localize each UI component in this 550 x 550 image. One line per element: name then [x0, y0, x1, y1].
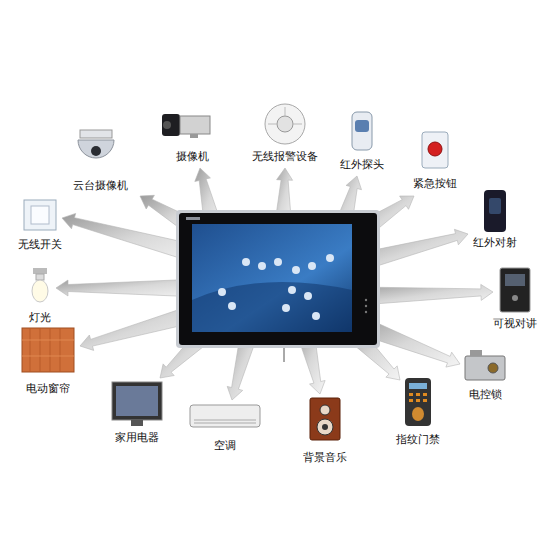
device-label: 电控锁 — [469, 388, 502, 402]
emergency-button-icon — [422, 132, 448, 168]
beam-sensor-icon — [484, 190, 506, 232]
television-icon — [112, 382, 162, 426]
device-label: 红外对射 — [473, 236, 517, 250]
device-label: 摄像机 — [176, 150, 209, 164]
wireless-switch-icon — [24, 200, 56, 230]
panel-logo — [186, 217, 200, 220]
air-conditioner-icon — [190, 405, 260, 427]
fingerprint-access-icon — [405, 378, 431, 426]
panel-led — [365, 311, 367, 313]
screen-icon — [326, 254, 334, 262]
screen-wave — [192, 282, 352, 332]
screen-icon — [218, 288, 226, 296]
device-label: 空调 — [214, 439, 236, 453]
touch-panel — [176, 210, 380, 362]
screen-icon — [312, 312, 320, 320]
screen-icon — [258, 262, 266, 270]
device-label: 灯光 — [29, 311, 51, 325]
device-label: 红外探头 — [340, 158, 384, 172]
intercom-icon — [500, 268, 530, 312]
curtain-icon — [22, 328, 74, 372]
device-label: 紧急按钮 — [413, 177, 457, 191]
device-label: 无线开关 — [18, 238, 62, 252]
device-label: 无线报警设备 — [252, 150, 318, 164]
panel-frame — [176, 210, 380, 348]
wireless-alarm-icon — [265, 104, 305, 144]
device-label: 背景音乐 — [303, 451, 347, 465]
screen-icon — [228, 302, 236, 310]
arrow-group — [56, 168, 493, 400]
screen-icon — [308, 262, 316, 270]
device-label: 电动窗帘 — [26, 382, 70, 396]
screen-icon — [282, 304, 290, 312]
electric-lock-icon — [465, 350, 505, 380]
panel-screen — [192, 224, 352, 332]
speaker-icon — [310, 398, 340, 440]
device-label: 家用电器 — [115, 431, 159, 445]
camera-icon — [162, 114, 210, 138]
screen-icon — [304, 292, 312, 300]
device-label: 指纹门禁 — [396, 433, 440, 447]
screen-icon — [242, 258, 250, 266]
pir-sensor-icon — [352, 112, 372, 150]
lamp-icon — [32, 268, 48, 302]
panel-bezel — [179, 213, 377, 345]
screen-icon — [292, 266, 300, 274]
device-label: 云台摄像机 — [73, 179, 128, 193]
panel-led — [365, 305, 367, 307]
device-label: 可视对讲 — [493, 317, 537, 331]
screen-icon — [274, 258, 282, 266]
panel-pointer — [284, 348, 285, 362]
panel-led — [365, 299, 367, 301]
screen-icon — [288, 286, 296, 294]
dome-camera-icon — [78, 130, 114, 158]
